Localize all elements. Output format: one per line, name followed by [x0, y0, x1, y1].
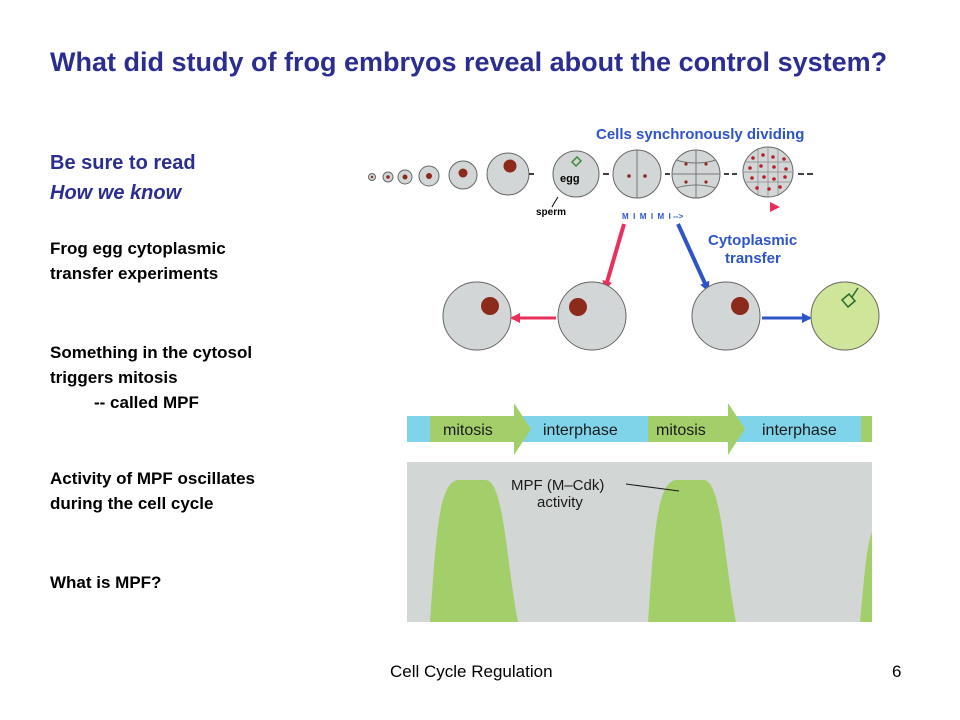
point-what-is-mpf: What is MPF? — [50, 570, 161, 595]
mitotic-oocyte — [810, 281, 880, 351]
phase-sequence-label: M I M I M I --> — [622, 212, 683, 221]
point-line: during the cell cycle — [50, 494, 214, 513]
point-transfer-experiments: Frog egg cytoplasmic transfer experiment… — [50, 236, 226, 286]
injected-oocyte-left — [557, 281, 627, 351]
point-mpf-oscillates: Activity of MPF oscillates during the ce… — [50, 466, 255, 516]
footer-title: Cell Cycle Regulation — [390, 662, 553, 681]
mitosis-segment — [861, 416, 872, 442]
activity-peak — [430, 480, 518, 622]
oocyte-cell — [557, 281, 627, 351]
mpf-activity-plot: MPF (M–Cdk) activity — [407, 462, 872, 622]
nucleus — [386, 175, 390, 179]
many-cell-embryo — [742, 146, 794, 198]
point-cytosol-mitosis: Something in the cytosol triggers mitosi… — [50, 340, 252, 415]
read-note-line2: How we know — [50, 182, 182, 204]
nuclei-dots — [748, 153, 788, 191]
egg-cell — [552, 150, 600, 198]
activity-leader-line — [625, 483, 680, 492]
activity-label-line2: activity — [537, 494, 583, 511]
figure-heading: Cells synchronously dividing — [596, 126, 804, 143]
transfer-label-line2: transfer — [725, 250, 781, 267]
read-note-line1: Be sure to read — [50, 152, 196, 174]
nucleus — [370, 175, 374, 179]
point-subline: -- called MPF — [94, 393, 199, 412]
injected-oocyte-right — [691, 281, 761, 351]
spindle-icon — [570, 155, 583, 168]
sperm-label: sperm — [536, 207, 566, 218]
cleavage-line — [675, 159, 717, 189]
transfer-arrow-red — [602, 223, 626, 291]
point-line: triggers mitosis — [50, 368, 178, 387]
recipient-oocyte-left — [442, 281, 512, 351]
nucleus — [684, 162, 688, 166]
point-line: Frog egg cytoplasmic — [50, 239, 226, 258]
mitosis-arrow — [430, 403, 531, 455]
phase-label-interphase: interphase — [543, 422, 618, 439]
oocyte-cell — [691, 281, 761, 351]
point-line: Activity of MPF oscillates — [50, 469, 255, 488]
nucleus — [569, 298, 587, 316]
point-line: Something in the cytosol — [50, 343, 253, 362]
activity-peak — [860, 532, 872, 622]
slide-title: What did study of frog embryos reveal ab… — [50, 47, 888, 77]
point-line: transfer experiments — [50, 264, 219, 283]
phase-label-interphase: interphase — [762, 422, 837, 439]
oocyte-cell — [442, 281, 512, 351]
cell-grid — [744, 147, 792, 197]
oocyte-stage — [486, 152, 530, 196]
nucleus — [426, 173, 432, 179]
spindle-icon — [840, 287, 859, 309]
nucleus — [481, 297, 499, 315]
nucleus — [684, 180, 688, 184]
transfer-label-line1: Cytoplasmic — [708, 232, 797, 249]
nucleus — [402, 174, 408, 180]
phase-label-mitosis: mitosis — [656, 422, 706, 439]
arrowhead — [770, 202, 780, 212]
point-line: What is MPF? — [50, 573, 162, 592]
nucleus — [704, 162, 708, 166]
activity-peak — [648, 480, 736, 622]
mitosis-arrow — [648, 403, 745, 455]
fertilized-egg: egg sperm — [536, 150, 600, 218]
nucleus — [704, 180, 708, 184]
phase-label-mitosis: mitosis — [443, 422, 493, 439]
two-cell-embryo — [612, 149, 662, 199]
oocyte-cell — [810, 281, 880, 351]
nucleus — [503, 159, 517, 173]
sperm-icon — [551, 196, 559, 208]
nucleus — [643, 174, 647, 178]
nucleus — [627, 174, 631, 178]
phase-bar: mitosis interphase mitosis interphase — [407, 403, 872, 455]
nucleus — [458, 168, 468, 178]
oocyte-growth-series — [368, 152, 530, 196]
transfer-arrow-blue — [676, 223, 710, 292]
egg-label: egg — [560, 173, 580, 185]
eight-cell-embryo — [671, 149, 721, 199]
nucleus — [731, 297, 749, 315]
page-number: 6 — [892, 662, 902, 681]
activity-label-line1: MPF (M–Cdk) — [511, 477, 604, 494]
